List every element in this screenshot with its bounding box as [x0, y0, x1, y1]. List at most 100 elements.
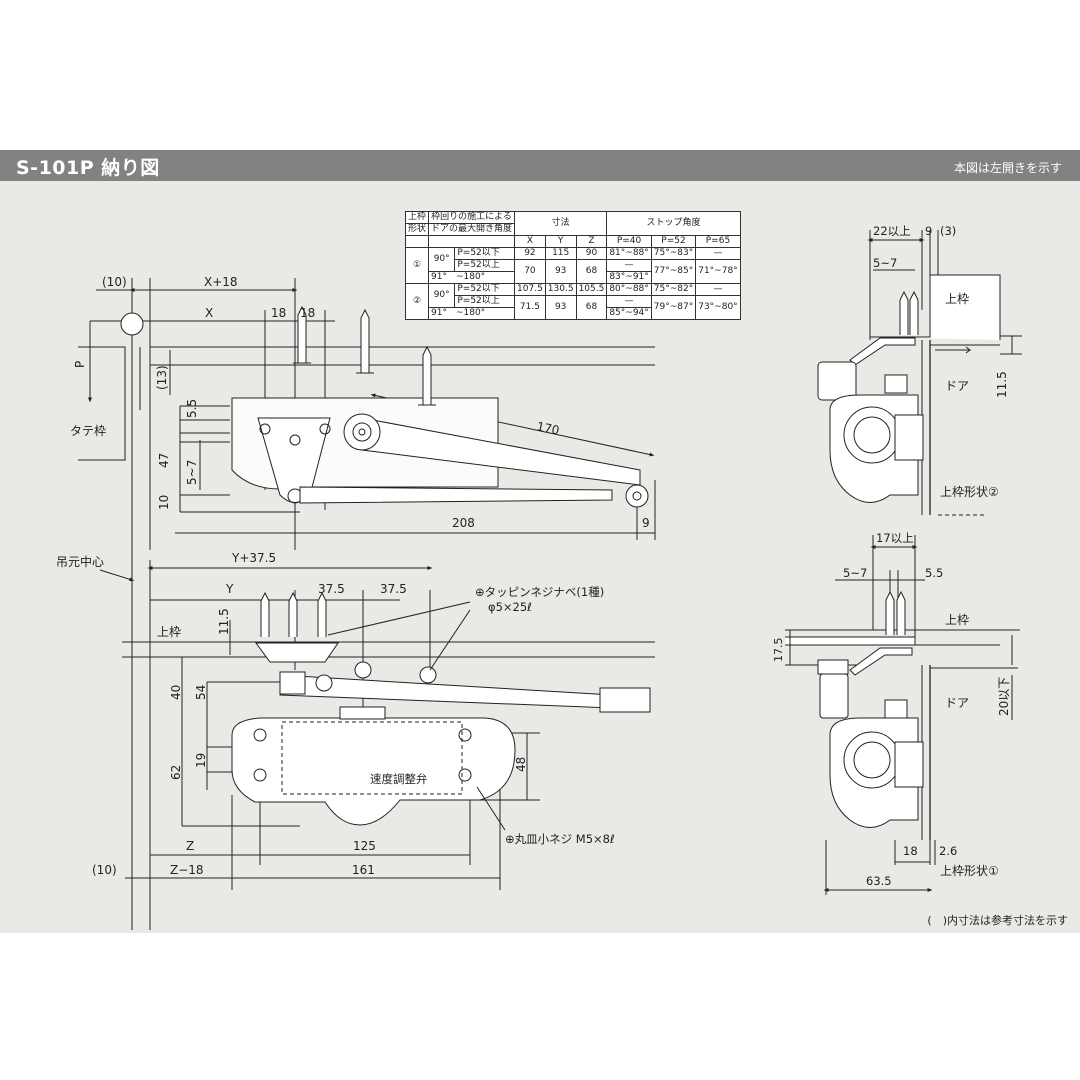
label-tapping-screw-size: φ5×25ℓ — [488, 600, 532, 614]
th-x: X — [514, 235, 546, 248]
dim-170: 170 — [535, 419, 560, 437]
dim-p: P — [73, 361, 87, 368]
dim-48: 48 — [514, 757, 528, 772]
label-flat-head-screw: ⊕丸皿小ネジ M5×8ℓ — [505, 832, 615, 846]
r1-y2: 93 — [544, 259, 577, 284]
r2-p52-2: 79°~87° — [650, 295, 697, 320]
r2-z1: 105.5 — [575, 283, 608, 296]
dim-18-side1: 18 — [903, 844, 918, 858]
dim-5-7-side2: 5~7 — [873, 256, 897, 270]
dim-x: X — [205, 306, 213, 320]
installation-drawing: (10) X+18 X 18 18 P (13) 5.5 47 5~7 10 1… — [56, 224, 1022, 930]
r1-p40-3: 83°~91° — [606, 271, 652, 284]
dim-10-bottom: (10) — [92, 863, 117, 877]
side-view-1 — [785, 535, 1020, 895]
th-p40: P=40 — [606, 235, 652, 248]
label-speed-valve: 速度調整弁 — [370, 772, 428, 786]
label-uwaku-front: 上枠 — [157, 625, 181, 639]
dim-5-5-top: 5.5 — [185, 399, 199, 418]
dim-y: Y — [225, 582, 234, 596]
r1-cond-1: P=52以下 — [454, 247, 516, 260]
r2-p52-1: 75°~82° — [650, 283, 697, 296]
r2-p40-1: 80°~88° — [606, 283, 652, 296]
r2-p40-3: 85°~94° — [606, 307, 652, 320]
dim-62: 62 — [169, 765, 183, 780]
r2-cond-2: P=52以上 — [454, 295, 516, 308]
r2-cond-1: P=52以下 — [454, 283, 516, 296]
r2-p65-1: — — [695, 283, 741, 296]
dim-9-side: 9 — [925, 224, 932, 238]
drawing-title: S-101P 納り図 — [16, 157, 160, 179]
dim-9-top: 9 — [642, 516, 650, 530]
spec-table: 上枠 枠回りの施工による 寸法 ストップ角度 形状 ドアの最大開き角度 X Y … — [404, 211, 741, 320]
dim-3-side: (3) — [940, 224, 956, 238]
dim-161: 161 — [352, 863, 375, 877]
dim-54: 54 — [194, 685, 208, 700]
th-angle-2: ドアの最大開き角度 — [428, 223, 516, 236]
title-bar: S-101P 納り図 本図は左開きを示す — [0, 150, 1080, 181]
dim-18a: 18 — [271, 306, 286, 320]
caption-frame-shape-2: 上枠形状② — [940, 485, 999, 499]
dim-37-5b: 37.5 — [380, 582, 407, 596]
front-view — [99, 560, 655, 930]
dim-208: 208 — [452, 516, 475, 530]
r2-angle-91: 91° ~180° — [428, 307, 516, 320]
r1-p65-1: — — [695, 247, 741, 260]
th-shape-1: 上枠 — [404, 211, 430, 224]
r1-p40-2: — — [606, 259, 652, 272]
label-door-side1: ドア — [945, 696, 969, 710]
dim-5-7-side1: 5~7 — [843, 566, 867, 580]
dim-x18: X+18 — [204, 275, 238, 289]
dim-17-5: 17.5 — [772, 638, 785, 663]
th-angle-1: 枠回りの施工による — [428, 211, 516, 224]
caption-frame-shape-1: 上枠形状① — [940, 864, 999, 878]
r2-x2: 71.5 — [514, 295, 546, 320]
dim-z-18: Z−18 — [170, 863, 204, 877]
r2-y2: 93 — [544, 295, 577, 320]
reference-footnote: ( )内寸法は参考寸法を示す — [927, 914, 1068, 927]
th-p52: P=52 — [650, 235, 697, 248]
th-stop: ストップ角度 — [606, 211, 741, 236]
r2-z2: 68 — [575, 295, 608, 320]
th-y: Y — [544, 235, 577, 248]
r1-z1: 90 — [575, 247, 608, 260]
dim-5-7-top: 5~7 — [185, 460, 199, 485]
dim-10-vert: 10 — [157, 495, 171, 510]
dim-20-max: 20以下 — [997, 677, 1011, 716]
dim-11-5-front: 11.5 — [217, 608, 231, 635]
r1-z2: 68 — [575, 259, 608, 284]
label-uwaku-side1: 上枠 — [945, 613, 969, 627]
th-z: Z — [575, 235, 608, 248]
label-tate-waku: タテ枠 — [70, 424, 106, 438]
th-dims: 寸法 — [514, 211, 608, 236]
r1-p40-1: 81°~88° — [606, 247, 652, 260]
dim-47: 47 — [157, 453, 171, 468]
dim-37-5a: 37.5 — [318, 582, 345, 596]
r1-p52-2: 77°~85° — [650, 259, 697, 284]
r2-x1: 107.5 — [514, 283, 546, 296]
th-shape-2: 形状 — [404, 223, 430, 236]
dim-19: 19 — [194, 753, 208, 768]
dim-40: 40 — [169, 685, 183, 700]
dim-13: (13) — [155, 365, 169, 390]
r2-p65-2: 73°~80° — [695, 295, 741, 320]
shape-1: ① — [404, 247, 430, 284]
dim-y-37-5: Y+37.5 — [231, 551, 276, 565]
r1-p65-2: 71°~78° — [695, 259, 741, 284]
r1-x2: 70 — [514, 259, 546, 284]
dim-22-min: 22以上 — [873, 224, 911, 238]
dim-17-min: 17以上 — [876, 531, 914, 545]
label-pivot-center: 吊元中心 — [56, 554, 104, 569]
r2-p40-2: — — [606, 295, 652, 308]
r1-angle-90: 90° — [428, 247, 456, 272]
dim-10-top: (10) — [102, 275, 127, 289]
label-door-side2: ドア — [945, 379, 969, 393]
r1-y1: 115 — [544, 247, 577, 260]
orientation-note: 本図は左開きを示す — [953, 161, 1062, 175]
dim-5-5-side1: 5.5 — [925, 566, 943, 580]
top-view — [78, 278, 656, 930]
dim-125: 125 — [353, 839, 376, 853]
side-view-2 — [817, 230, 1022, 516]
r2-y1: 130.5 — [544, 283, 577, 296]
label-uwaku-side2: 上枠 — [945, 292, 969, 306]
